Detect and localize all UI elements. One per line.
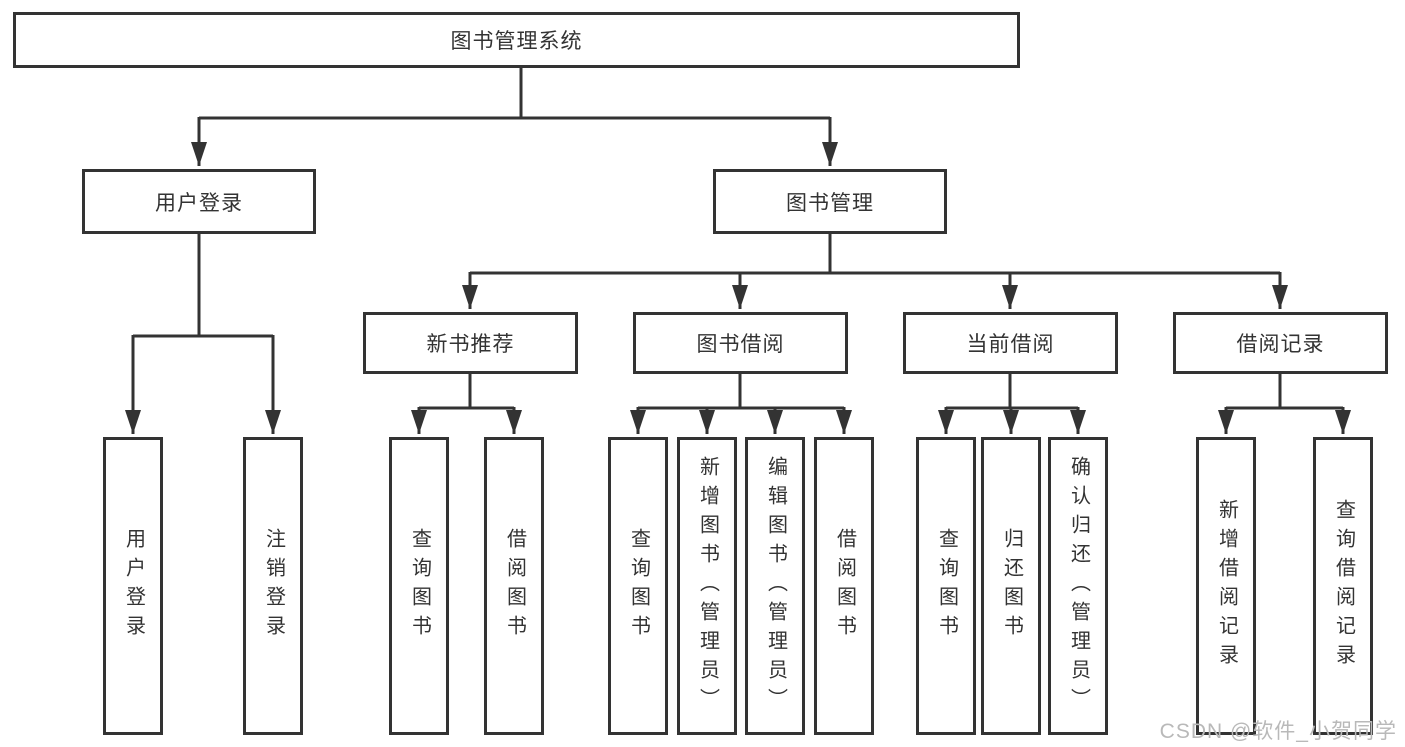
leaf-borrow-books-recommend: 借阅图书 (484, 437, 544, 735)
leaf-edit-book-admin: 编辑图书（管理员） (745, 437, 805, 735)
leaf-label: 确认归还（管理员） (1067, 455, 1090, 717)
leaf-return-books: 归还图书 (981, 437, 1041, 735)
leaf-borrow-books-borrowing: 借阅图书 (814, 437, 874, 735)
edge-user-login-branch (125, 233, 281, 434)
leaf-user-login: 用户登录 (103, 437, 163, 735)
node-borrowing-records: 借阅记录 (1173, 312, 1388, 374)
node-label: 图书管理系统 (450, 30, 583, 53)
leaf-query-books-recommend: 查询图书 (389, 437, 449, 735)
edge-book-management-branch (462, 233, 1288, 309)
node-label: 图书借阅 (696, 333, 785, 356)
node-label: 借阅记录 (1236, 333, 1325, 356)
leaf-label: 编辑图书（管理员） (764, 455, 787, 717)
leaf-query-books-current: 查询图书 (916, 437, 976, 735)
node-user-login: 用户登录 (82, 169, 316, 234)
leaf-query-borrow-record: 查询借阅记录 (1313, 437, 1373, 735)
node-label: 当前借阅 (966, 333, 1055, 356)
leaf-label: 借阅图书 (833, 528, 856, 644)
leaf-add-borrow-record: 新增借阅记录 (1196, 437, 1256, 735)
leaf-logout: 注销登录 (243, 437, 303, 735)
leaf-label: 注销登录 (262, 528, 285, 644)
leaf-label: 查询图书 (627, 528, 650, 644)
leaf-label: 查询图书 (408, 528, 431, 644)
edge-new-book-recommend-branch (411, 373, 522, 434)
leaf-label: 借阅图书 (503, 528, 526, 644)
leaf-add-book-admin: 新增图书（管理员） (677, 437, 737, 735)
node-book-management: 图书管理 (713, 169, 947, 234)
edge-book-borrowing-branch (630, 373, 852, 434)
node-label: 用户登录 (155, 191, 243, 215)
node-library-management-system: 图书管理系统 (13, 12, 1020, 68)
edge-current-borrowing-branch (938, 373, 1086, 434)
leaf-label: 查询图书 (935, 528, 958, 644)
leaf-label: 查询借阅记录 (1332, 499, 1355, 673)
watermark: CSDN @软件_小贺同学 (1159, 720, 1397, 743)
node-book-borrowing: 图书借阅 (633, 312, 848, 374)
node-label: 新书推荐 (426, 333, 515, 356)
leaf-label: 用户登录 (122, 528, 145, 644)
leaf-confirm-return-admin: 确认归还（管理员） (1048, 437, 1108, 735)
node-new-book-recommend: 新书推荐 (363, 312, 578, 374)
leaf-label: 新增图书（管理员） (696, 455, 719, 717)
edge-root-to-level2 (191, 67, 838, 166)
leaf-query-books-borrowing: 查询图书 (608, 437, 668, 735)
leaf-label: 归还图书 (1000, 528, 1023, 644)
edge-borrowing-records-branch (1218, 373, 1351, 434)
leaf-label: 新增借阅记录 (1215, 499, 1238, 673)
node-label: 图书管理 (786, 191, 874, 215)
node-current-borrowing: 当前借阅 (903, 312, 1118, 374)
